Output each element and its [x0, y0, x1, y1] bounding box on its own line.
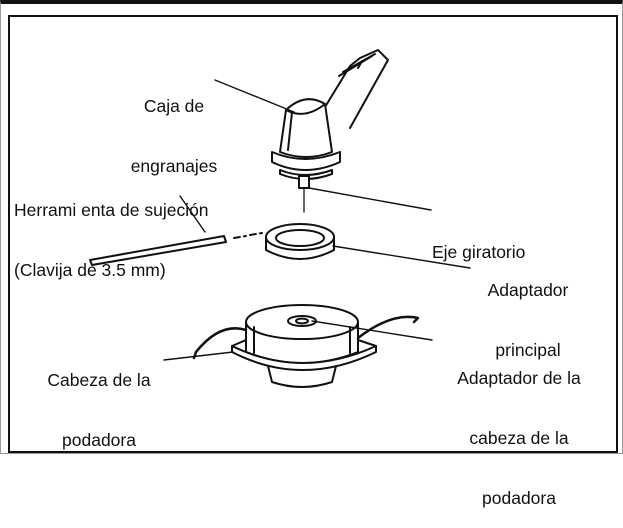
- label-main-adapter-line2: principal: [495, 340, 561, 360]
- label-gearbox: Caja de engranajes: [116, 56, 232, 196]
- main-adapter-ring: [265, 223, 335, 260]
- figure-border: [8, 15, 618, 453]
- leader-lines: [163, 79, 471, 361]
- gearbox-housing: [271, 98, 341, 180]
- label-main-adapter: Adaptador principal: [472, 240, 584, 380]
- label-gearbox-line1: Caja de: [143, 96, 205, 116]
- label-rotating-shaft-line1: Eje giratorio: [432, 242, 526, 262]
- label-locking-tool: Herrami enta de sujeción (Clavija de 3.5…: [14, 160, 209, 300]
- rotating-shaft: [298, 175, 310, 213]
- label-gearbox-line2: engranajes: [130, 156, 218, 176]
- label-locking-tool-line1: Herrami enta de sujeción: [14, 200, 209, 220]
- label-head-adapter: Adaptador de la cabeza de la podadora: [436, 328, 602, 528]
- label-trimmer-head: Cabeza de la podadora: [32, 330, 166, 470]
- assembly-illustration: [89, 49, 471, 388]
- label-locking-tool-line2: (Clavija de 3.5 mm): [14, 260, 166, 280]
- label-trimmer-head-line1: Cabeza de la: [47, 370, 151, 390]
- label-trimmer-head-line2: podadora: [62, 430, 136, 450]
- label-rotating-shaft: Eje giratorio: [432, 202, 525, 282]
- trimmer-head: [192, 304, 420, 388]
- shaft-tube: [321, 49, 389, 129]
- locking-pin: [89, 232, 263, 266]
- label-head-adapter-line1: Adaptador de la: [457, 368, 581, 388]
- label-main-adapter-line1: Adaptador: [487, 280, 569, 300]
- label-head-adapter-line3: podadora: [482, 488, 556, 508]
- label-head-adapter-line2: cabeza de la: [469, 428, 569, 448]
